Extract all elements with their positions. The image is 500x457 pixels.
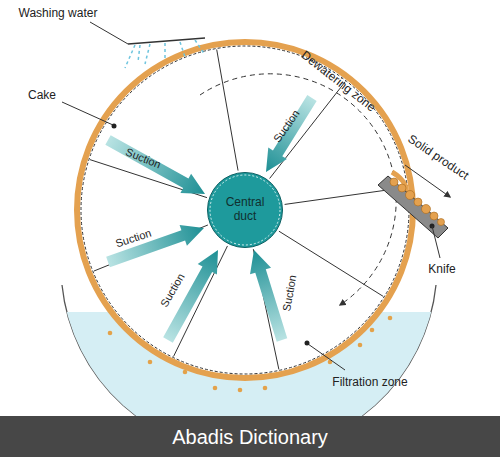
- leader-line: [90, 22, 128, 44]
- leader-line: [308, 344, 345, 370]
- leader-line: [432, 226, 440, 258]
- knife-blade: [378, 176, 448, 238]
- watermark: Abadis Dictionary: [172, 426, 328, 448]
- leader-line: [62, 102, 113, 125]
- part-label: Cake: [28, 89, 56, 102]
- spray: [125, 40, 205, 68]
- solid-product-pieces: [390, 178, 445, 226]
- zone-label: Filtration zone: [332, 376, 407, 389]
- part-label: Knife: [428, 263, 455, 276]
- product-arrow: [405, 165, 450, 197]
- part-label: Washing water: [19, 7, 98, 20]
- leader-dot: [305, 341, 310, 346]
- leader-dot: [112, 124, 117, 129]
- spray-bar: [128, 38, 205, 44]
- suction-arrows: [103, 92, 322, 345]
- part-label: Solid product: [405, 133, 470, 183]
- central-duct-circle: Central duct: [206, 171, 284, 249]
- filter-cloth: [81, 46, 409, 374]
- drum-cake: [77, 42, 413, 378]
- sector-walls: [90, 49, 406, 369]
- node-text: Central duct: [215, 196, 275, 224]
